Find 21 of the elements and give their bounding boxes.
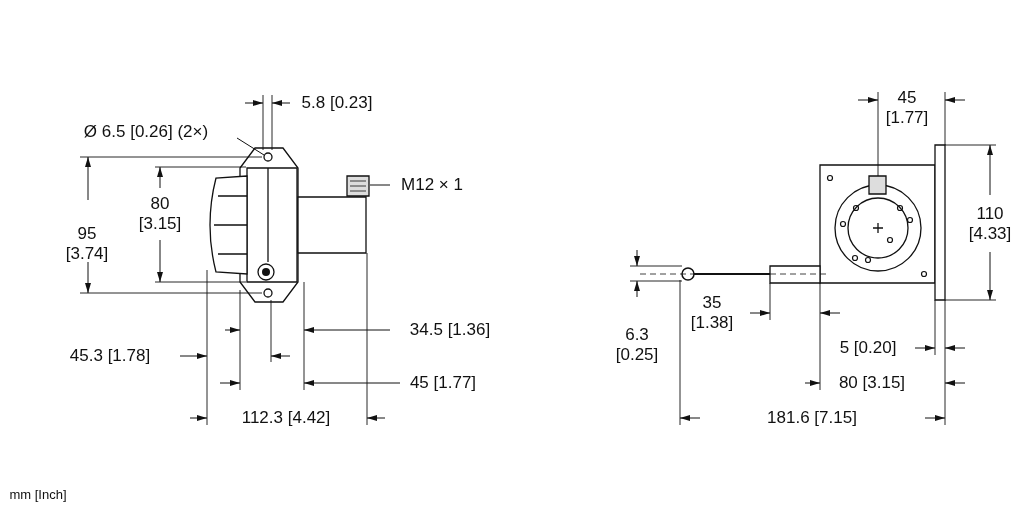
dimension-label: 6.3 [0.25]	[615, 325, 659, 365]
dimension-label: 95 [3.74]	[65, 224, 109, 264]
callout-label: Ø 6.5 [0.26] (2×)	[83, 122, 209, 142]
connector-drawing	[346, 175, 370, 197]
unit-note: mm [Inch]	[9, 486, 67, 504]
leader-line	[369, 184, 391, 186]
dimension-label: 80 [3.15]	[838, 373, 906, 393]
dimension-label: 45.3 [1.78]	[69, 346, 151, 366]
callout-label: M12 × 1	[401, 175, 463, 195]
dimension-label: 181.6 [7.15]	[767, 408, 857, 428]
dimension-label: 80 [3.15]	[138, 194, 182, 234]
dimension-label: 112.3 [4.42]	[241, 408, 331, 428]
dimension-label: 45 [1.77]	[885, 88, 929, 128]
dimension-label: 45 [1.77]	[409, 373, 477, 393]
dimension-label: 35 [1.38]	[690, 293, 734, 333]
mounting-hole	[263, 152, 273, 162]
leader-line	[236, 137, 265, 156]
dimension-label: 110 [4.33]	[968, 204, 1012, 244]
dimension-label: 5 [0.20]	[839, 338, 897, 358]
dimension-label: 34.5 [1.36]	[409, 320, 491, 340]
dimension-label: 5.8 [0.23]	[301, 93, 373, 113]
